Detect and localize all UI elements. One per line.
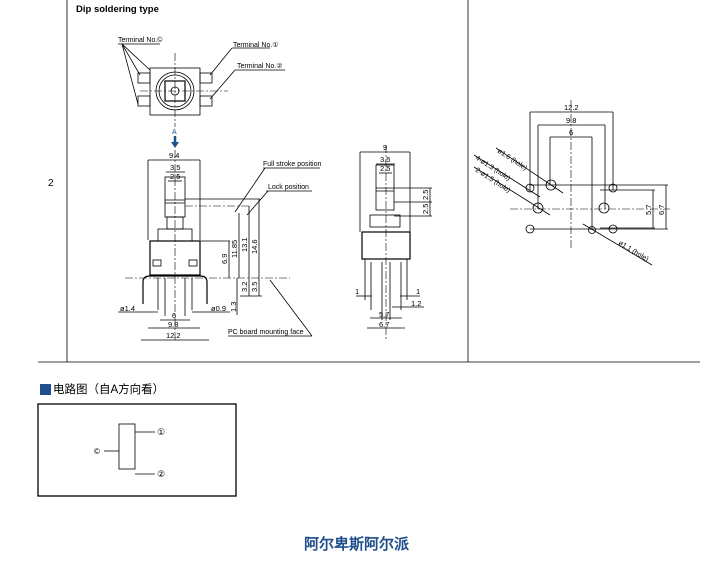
row-number: 2 [48, 178, 54, 189]
dim-1-3: 1.3 [229, 302, 238, 312]
circuit-terminal-c: © [94, 447, 100, 456]
view-arrow-label: A [172, 129, 177, 136]
circuit-diagram [37, 403, 237, 497]
dim-9-4: 9.4 [169, 151, 179, 160]
dim-13-1: 13.1 [240, 237, 249, 252]
side-dim-1-2: 1.2 [411, 299, 421, 308]
hole-pattern [473, 100, 670, 266]
side-dim-3-5: 3.5 [380, 155, 390, 164]
view-arrow-icon [171, 136, 179, 148]
circuit-terminal-2: ② [157, 469, 165, 479]
pc-board-label: PC board mounting face [228, 329, 304, 336]
dim-11-85: 11.85 [230, 240, 239, 258]
dim-3-5: 3.5 [170, 163, 180, 172]
dim-9-8: 9.8 [168, 320, 178, 329]
hole-dim-12-2: 12.2 [564, 103, 579, 112]
side-dim-2-5-a: 2.5 [421, 190, 430, 200]
section-marker-icon [40, 383, 51, 395]
side-dim-5-7: 5.7 [379, 310, 389, 319]
section-title: Dip soldering type [76, 4, 159, 15]
side-dim-1-right: 1 [416, 287, 420, 296]
hole-label-1-1: ø1.1 (hole) [617, 240, 650, 263]
table-grid [38, 0, 700, 363]
side-dim-9: 9 [383, 143, 387, 152]
front-view [118, 150, 320, 341]
dim-3-2: 3.2 [240, 282, 249, 292]
dim-6-9: 6.9 [220, 254, 229, 264]
lock-position-label: Lock position [268, 184, 309, 191]
side-dim-6-7: 6.7 [379, 320, 389, 329]
side-view [356, 145, 432, 340]
top-view [118, 43, 285, 127]
hole-dim-6-7: 6.7 [657, 205, 666, 215]
side-dim-2-5-b: 2.5 [421, 204, 430, 214]
dim-12-2: 12.2 [166, 331, 181, 340]
dim-dia-1-4: ø1.4 [120, 304, 135, 313]
footer-brand: 阿尔卑斯阿尔派 [303, 536, 409, 553]
terminal-c-label: Terminal No.© [118, 36, 163, 44]
side-dim-1-left: 1 [355, 287, 359, 296]
circuit-title-text: 电路图（自A方向看） [53, 384, 165, 396]
terminal-2-label: Terminal No.② [237, 62, 283, 70]
hole-label-1-6: ø1.6 (hole) [496, 148, 528, 172]
hole-dim-9-8: 9.8 [566, 116, 576, 125]
dim-6: 6 [172, 311, 176, 320]
terminal-1-label: Terminal No.① [233, 41, 279, 49]
side-dim-2-5: 2.5 [380, 164, 390, 173]
hole-dim-6: 6 [569, 128, 573, 137]
dim-2-5: 2.5 [170, 172, 180, 181]
circuit-terminal-1: ① [157, 427, 165, 437]
dim-14-6: 14.6 [250, 239, 259, 254]
dim-3-5-v: 3.5 [250, 282, 259, 292]
full-stroke-label: Full stroke position [263, 161, 321, 168]
dim-dia-0-9: ø0.9 [211, 304, 226, 313]
circuit-title: 电路图（自A方向看） [40, 381, 164, 397]
hole-dim-5-7: 5.7 [644, 205, 653, 215]
